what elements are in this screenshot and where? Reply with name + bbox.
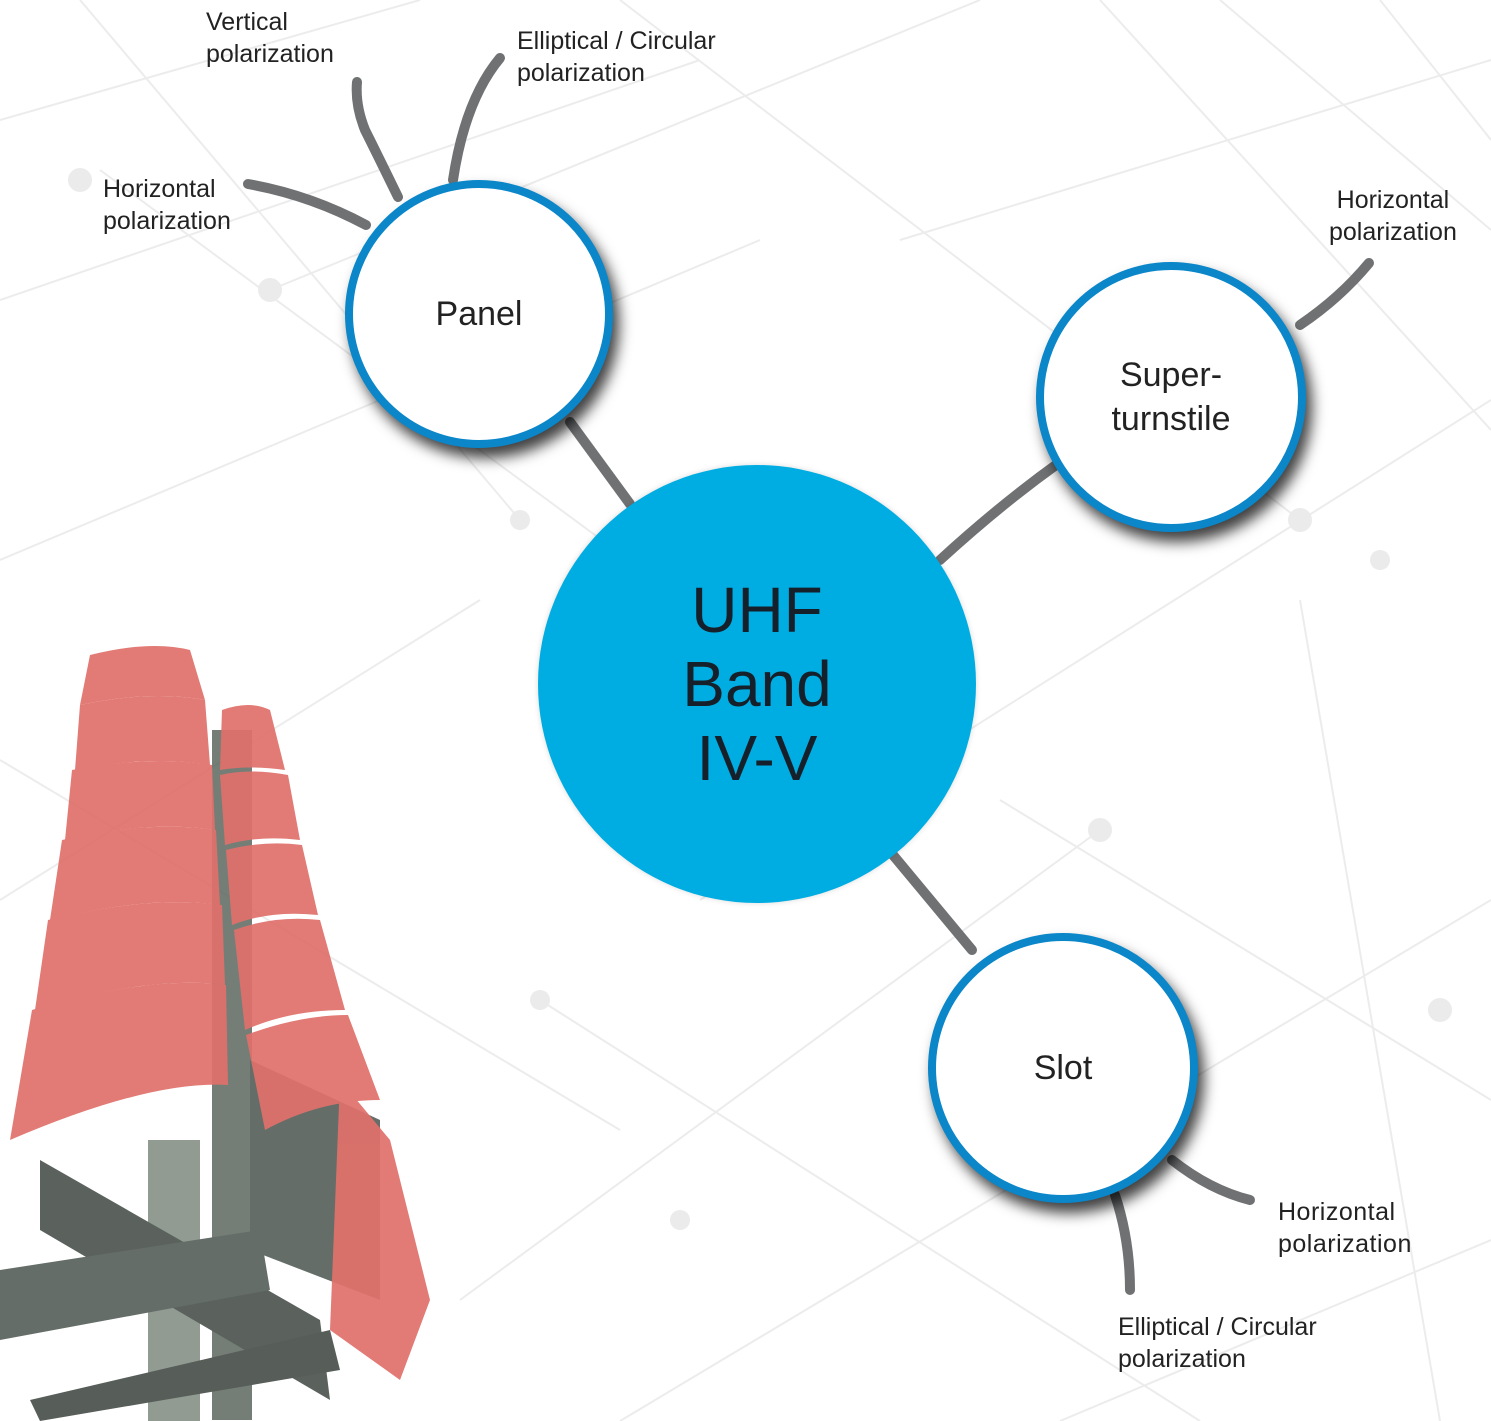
node-slot-label: Slot (1033, 1048, 1093, 1087)
connector-vertical-polarization (351, 77, 403, 202)
connector-panel-horizontal-polarization (243, 179, 371, 230)
connector-panel (565, 417, 635, 509)
node-slot: Slot (928, 933, 1198, 1203)
connector-slot (888, 850, 977, 955)
label-superturnstile-horizontal-polarization: Horizontal polarization (1329, 186, 1457, 246)
connector-slot-horizontal-polarization (1167, 1155, 1255, 1205)
connector-superturnstile-horizontal-polarization (1295, 258, 1374, 330)
node-superturnstile-label: Super- turnstile (1111, 355, 1231, 438)
label-slot-horizontal-polarization: Horizontal polarization (1278, 1198, 1412, 1258)
label-panel-vertical-polarization: Vertical polarization (206, 8, 334, 68)
node-panel: Panel (345, 180, 613, 448)
node-superturnstile: Super- turnstile (1036, 262, 1306, 532)
center-node-label: UHF Band IV-V (682, 573, 832, 795)
center-node-uhf-band: UHF Band IV-V (538, 465, 976, 903)
connector-panel-elliptical-polarization (448, 53, 505, 185)
label-panel-horizontal-polarization: Horizontal polarization (103, 175, 231, 235)
node-panel-label: Panel (435, 294, 523, 333)
connector-superturnstile (935, 457, 1065, 565)
label-slot-elliptical-circular-polarization: Elliptical / Circular polarization (1118, 1313, 1317, 1373)
label-panel-elliptical-circular-polarization: Elliptical / Circular polarization (517, 27, 716, 87)
connector-slot-elliptical-polarization (1110, 1190, 1135, 1295)
